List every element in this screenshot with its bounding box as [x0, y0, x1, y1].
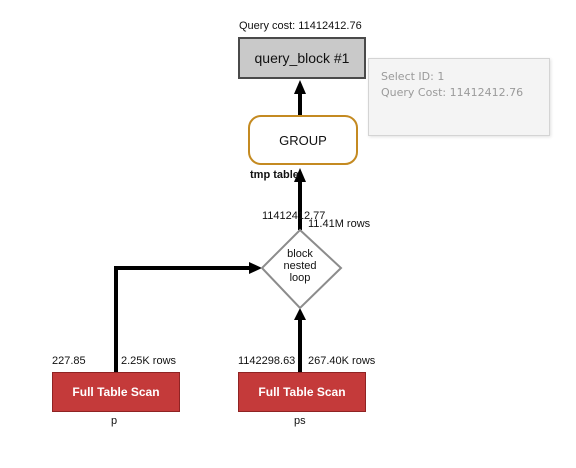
scan-p-table: p [111, 415, 118, 427]
tooltip-select-id: Select ID: 1 [381, 70, 445, 83]
nested-loop-line: block [287, 248, 313, 260]
arrowhead-into-group [294, 168, 306, 182]
scan-ps-rows: 267.40K rows [308, 355, 376, 367]
tmp-table-note: tmp table [250, 169, 299, 181]
nested-loop-diamond [260, 228, 343, 310]
scan-ps-table: ps [294, 415, 306, 427]
group-node[interactable]: GROUP [248, 115, 358, 165]
full-table-scan-ps[interactable]: Full Table Scan [238, 372, 366, 412]
join-rows: 11.41M rows [308, 218, 371, 230]
join-cost: 11412412.77 [262, 210, 326, 222]
query-block-title: query_block #1 [254, 50, 350, 66]
nested-loop-label[interactable]: block nested loop [265, 248, 335, 284]
group-label: GROUP [279, 132, 327, 148]
scan-ps-cost: 1142298.63 [238, 355, 296, 367]
nested-loop-line: loop [289, 272, 311, 284]
tooltip-query-cost: Query Cost: 11412412.76 [381, 86, 524, 99]
scan-p-cost: 227.85 [52, 355, 86, 367]
edge-p-to-join [114, 266, 255, 372]
scan-p-rows: 2.25K rows [121, 355, 177, 367]
full-table-scan-p[interactable]: Full Table Scan [52, 372, 180, 412]
nested-loop-line: nested [283, 260, 317, 272]
query-block-node[interactable]: query_block #1 [238, 37, 366, 79]
scan-p-label: Full Table Scan [72, 385, 160, 399]
query-cost-label: Query cost: 11412412.76 [239, 20, 362, 32]
arrowhead-into-join [249, 262, 262, 274]
query-block-tooltip: Select ID: 1 Query Cost: 11412412.76 [368, 58, 550, 136]
arrowhead-into-join-bottom [294, 308, 306, 320]
arrowhead-into-query-block [294, 80, 306, 94]
scan-ps-label: Full Table Scan [258, 385, 346, 399]
